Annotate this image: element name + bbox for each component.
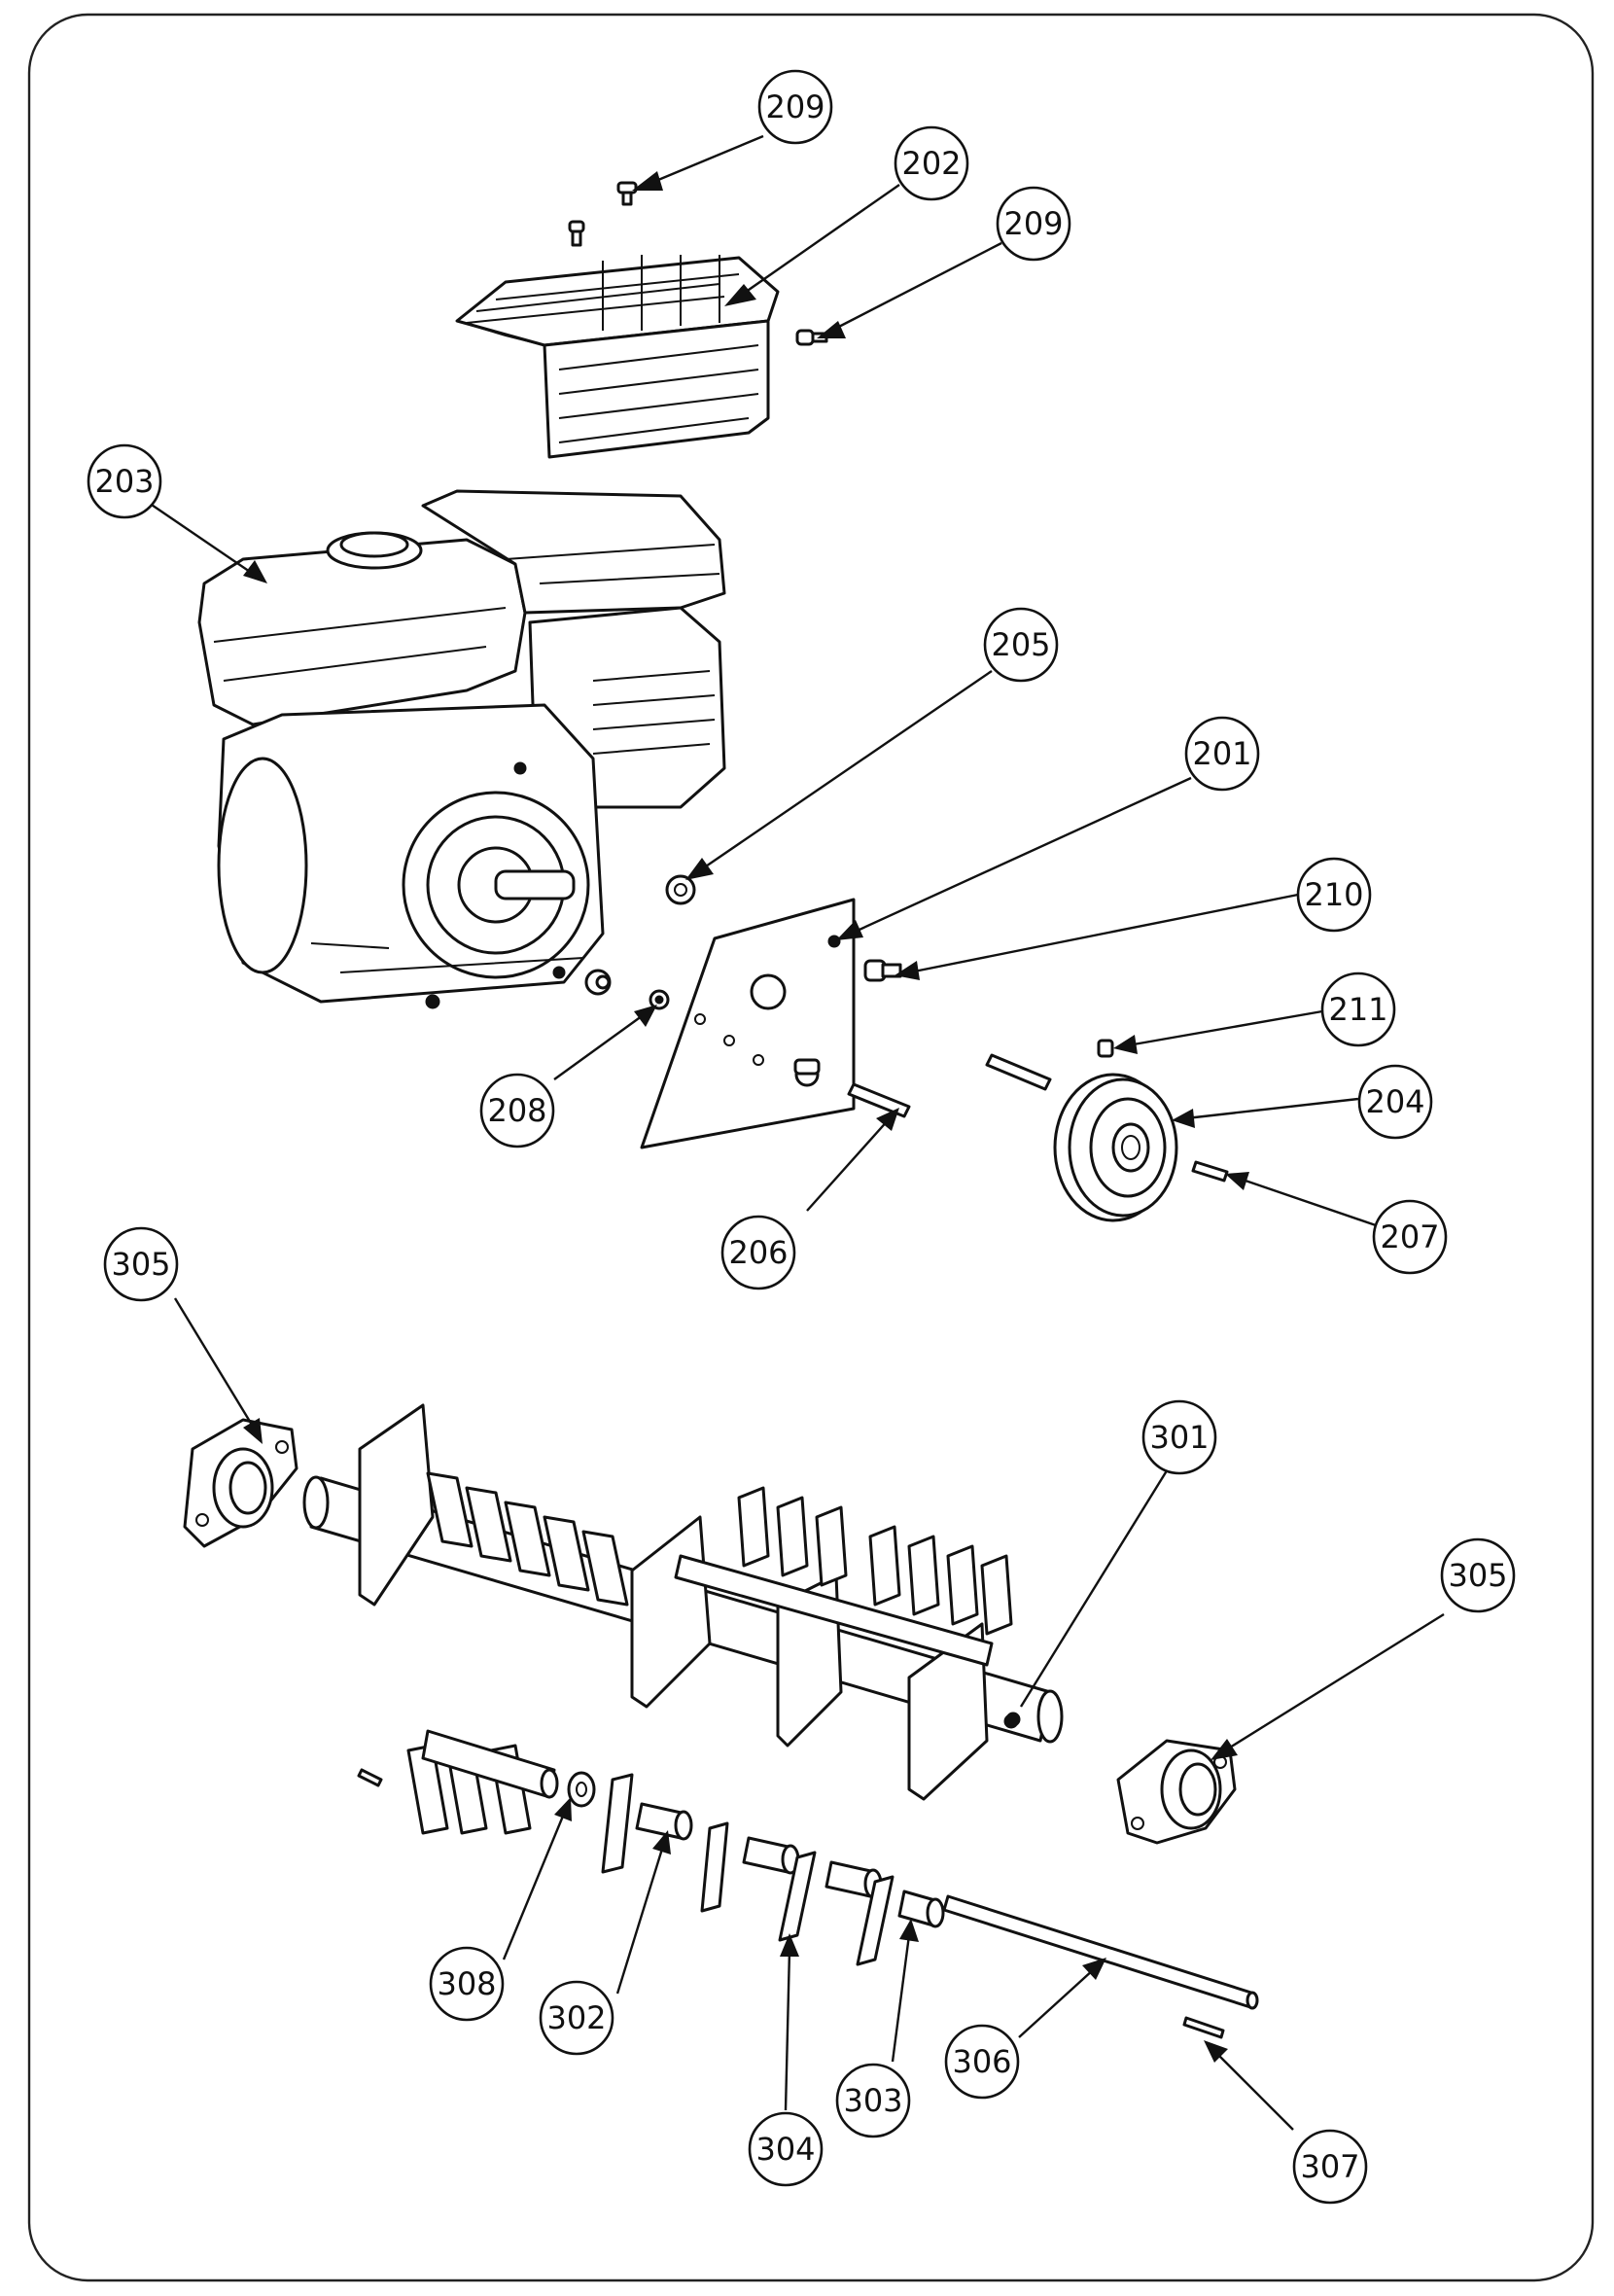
callout-203: 203 [87,443,162,519]
callout-301: 301 [1141,1399,1217,1475]
washer-208-drawing [649,989,670,1010]
lower-blade-set-drawing [357,1729,1259,2039]
callout-305-right: 305 [1440,1537,1516,1613]
callout-label: 208 [487,1092,546,1129]
stud-206-drawing [847,1053,1052,1118]
callout-303: 303 [835,2063,911,2138]
callout-210: 210 [1296,857,1372,933]
callout-204: 204 [1357,1064,1433,1140]
callout-209-right: 209 [996,186,1071,262]
callout-302: 302 [539,1980,614,2056]
callout-211: 211 [1320,971,1396,1047]
leader-lines [145,134,1445,2131]
callout-202: 202 [894,125,969,201]
callout-305-left: 305 [103,1226,179,1302]
callout-306: 306 [944,2024,1020,2100]
key-207-drawing [1191,1160,1229,1183]
muffler-guard-drawing [455,255,780,459]
callout-label: 205 [991,626,1050,663]
callout-label: 305 [1448,1557,1507,1594]
callout-label: 308 [437,1965,496,2002]
callout-label: 210 [1304,876,1363,913]
callout-label: 207 [1380,1219,1439,1255]
bearing-305-right-drawing [1116,1739,1237,1845]
callout-label: 209 [765,88,825,125]
set-screw-211-drawing [1097,1039,1114,1058]
callout-label: 211 [1328,991,1387,1028]
callout-304: 304 [748,2111,824,2187]
bolt-210-drawing [863,959,902,982]
callout-206: 206 [720,1215,796,1290]
callout-label: 301 [1149,1419,1209,1456]
callout-label: 306 [952,2043,1011,2080]
bolt-209-left-drawing [568,220,585,247]
callout-label: 302 [546,1999,606,2036]
callout-label: 307 [1300,2148,1359,2185]
nut-205-drawing [665,874,696,905]
callout-label: 204 [1365,1083,1424,1120]
bearing-305-left-drawing [183,1418,298,1548]
callout-label: 202 [901,145,961,182]
callout-307: 307 [1292,2129,1368,2205]
callout-308: 308 [429,1946,505,2022]
callout-label: 305 [111,1246,170,1283]
callout-205: 205 [983,607,1059,683]
callout-label: 209 [1003,205,1063,242]
drawing-frame [27,13,1595,2282]
callout-207: 207 [1372,1199,1448,1275]
mounting-plate-201-drawing [640,898,856,1149]
callout-label: 206 [728,1234,788,1271]
engine-drawing [197,489,726,1009]
callout-label: 304 [755,2131,815,2168]
callout-208: 208 [479,1073,555,1148]
rotor-shaft-301-drawing [302,1403,1064,1801]
callout-201: 201 [1184,716,1260,792]
pulley-204-drawing [1053,1073,1178,1222]
bolt-209-top-drawing [616,181,638,206]
callout-209-top: 209 [757,69,833,145]
callout-label: 201 [1192,735,1251,772]
callout-label: 303 [843,2082,902,2119]
callout-label: 203 [94,463,154,500]
